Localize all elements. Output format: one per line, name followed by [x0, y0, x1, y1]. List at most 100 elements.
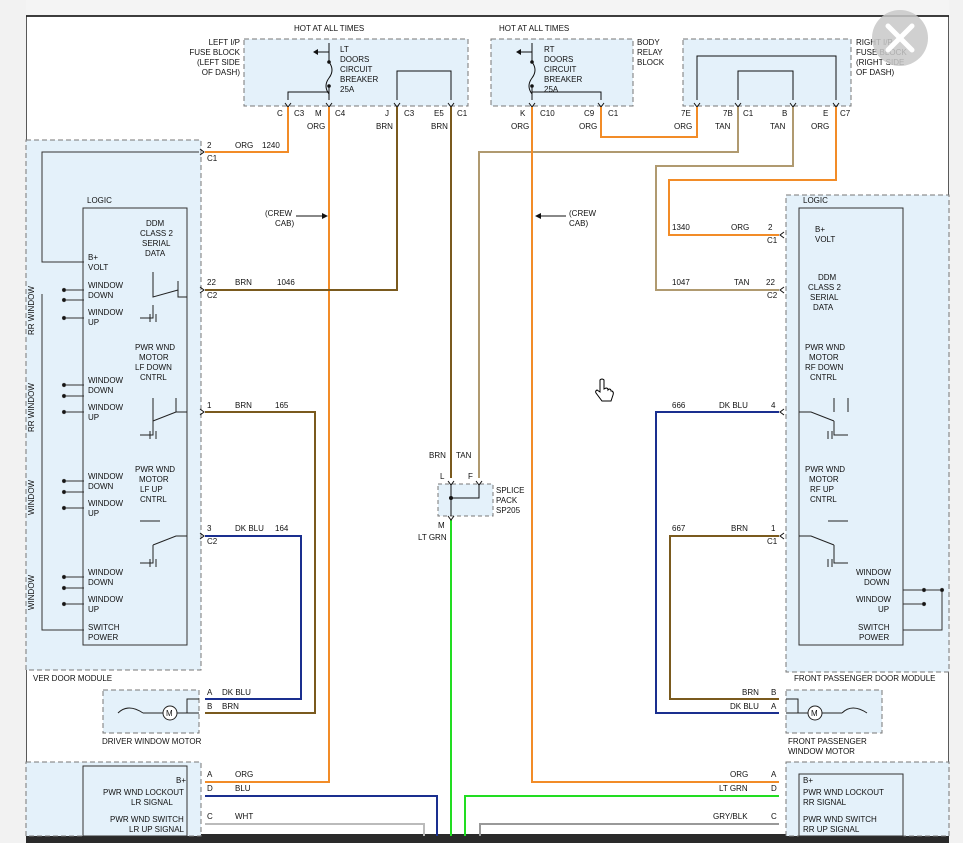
driver-wire-labels: 2 C1 ORG 1240 22 C2 BRN 1046 1 BRN 165 3…: [199, 141, 295, 546]
rl-item-0: B+: [176, 776, 186, 785]
splice-tan-label: TAN: [456, 451, 472, 460]
rfb-conn-e: E: [823, 109, 828, 118]
drv-item-12: LF DOWN: [135, 363, 172, 372]
rear-left-module: B+ PWR WND LOCKOUT LR SIGNAL PWR WND SWI…: [25, 761, 253, 837]
pas-item-18: SWITCH: [858, 623, 890, 632]
drv-wire-conn-1: C1: [207, 154, 218, 163]
rr-item-1: PWR WND LOCKOUT: [803, 788, 884, 797]
pas-item-5: DATA: [813, 303, 834, 312]
drv-item-21: CNTRL: [140, 495, 167, 504]
rt-breaker-label-5: 25A: [544, 85, 559, 94]
side-label-window-1: WINDOW: [27, 479, 36, 515]
lt-conn-j: J: [385, 109, 389, 118]
splice-pin-l: L: [440, 472, 445, 481]
lt-conn-c4: C4: [335, 109, 346, 118]
rfb-conn-c1: C1: [743, 109, 754, 118]
drv-wire-color-4: DK BLU: [235, 524, 264, 533]
pas-wire-circuit-2: 1047: [672, 278, 690, 287]
drv-motor-pin-a: A: [207, 688, 213, 697]
drv-item-30: SWITCH: [88, 623, 120, 632]
pas-item-8: RF DOWN: [805, 363, 843, 372]
splice-label-2: PACK: [496, 496, 518, 505]
rt-breaker-label-4: BREAKER: [544, 75, 582, 84]
drv-item-1: VOLT: [88, 263, 108, 272]
pas-item-7: MOTOR: [809, 353, 839, 362]
rr-color-a: ORG: [730, 770, 748, 779]
rt-breaker-label-3: CIRCUIT: [544, 65, 577, 74]
drv-item-29: UP: [88, 605, 99, 614]
lt-conn-c3: C3: [294, 109, 305, 118]
hand-cursor-icon: [594, 378, 614, 404]
pas-wire-circuit-3: 666: [672, 401, 686, 410]
pas-item-14: WINDOW: [856, 568, 892, 577]
rear-right-module: B+ PWR WND LOCKOUT RR SIGNAL PWR WND SWI…: [713, 761, 950, 837]
pas-item-2: DDM: [818, 273, 837, 282]
svg-text:M: M: [166, 709, 173, 718]
rt-conn-c10: C10: [540, 109, 555, 118]
right-fuse-block: RIGHT I/P FUSE BLOCK (RIGHT SIDE OF DASH…: [674, 38, 907, 131]
rl-pin-a: A: [207, 770, 213, 779]
rr-item-4: RR UP SIGNAL: [803, 825, 860, 834]
rr-item-3: PWR WND SWITCH: [803, 815, 877, 824]
crew-cab-left-label-1: (CREW: [265, 209, 293, 218]
drv-item-22: WINDOW: [88, 472, 124, 481]
rfb-conn-7e: 7E: [681, 109, 691, 118]
drv-item-10: PWR WND: [135, 343, 175, 352]
left-fuse-block-label-4: OF DASH): [202, 68, 241, 77]
rr-pin-c: C: [771, 812, 777, 821]
rl-pin-d: D: [207, 784, 213, 793]
pas-wire-pin-4: 1: [771, 524, 776, 533]
splice-brn-label: BRN: [429, 451, 446, 460]
lt-wire-org: ORG: [307, 122, 325, 131]
splice-ltgrn-label: LT GRN: [418, 533, 447, 542]
rfb-wire-org-2: ORG: [811, 122, 829, 131]
pas-item-3: CLASS 2: [808, 283, 841, 292]
rt-conn-c9: C9: [584, 109, 595, 118]
rfb-conn-7b: 7B: [723, 109, 733, 118]
pas-item-15: DOWN: [864, 578, 890, 587]
lt-breaker-label-2: DOORS: [340, 55, 369, 64]
right-fuse-block-label-3: (RIGHT SIDE: [856, 58, 904, 67]
passenger-motor-label-2: WINDOW MOTOR: [788, 747, 855, 756]
pas-item-0: B+: [815, 225, 825, 234]
rt-conn-k: K: [520, 109, 526, 118]
rt-breaker-label-1: RT: [544, 45, 555, 54]
crew-cab-right-label-2: CAB): [569, 219, 588, 228]
rl-item-4: LR UP SIGNAL: [129, 825, 185, 834]
rr-item-0: B+: [803, 776, 813, 785]
passenger-internal-switches: [799, 398, 849, 567]
drv-item-7: DOWN: [88, 291, 114, 300]
pas-motor-color-b: BRN: [742, 688, 759, 697]
drv-item-19: MOTOR: [139, 475, 169, 484]
splice-pack-sp205: BRN TAN L F M LT GRN SPLICE PACK SP205: [418, 451, 524, 542]
lt-wire-brn-1: BRN: [376, 122, 393, 131]
drv-wire-color-2: BRN: [235, 278, 252, 287]
rl-color-c: WHT: [235, 812, 253, 821]
rr-item-2: RR SIGNAL: [803, 798, 847, 807]
pas-wire-color-3: DK BLU: [719, 401, 748, 410]
rfb-wire-tan-2: TAN: [770, 122, 786, 131]
drv-wire-circuit-3: 165: [275, 401, 289, 410]
rl-item-1: PWR WND LOCKOUT: [103, 788, 184, 797]
splice-pin-f: F: [468, 472, 473, 481]
lt-conn-c1: C1: [457, 109, 468, 118]
pas-wire-circuit-1: 1340: [672, 223, 690, 232]
side-label-rr-window-2: RR WINDOW: [27, 383, 36, 432]
rr-pin-a: A: [771, 770, 777, 779]
pas-item-11: MOTOR: [809, 475, 839, 484]
pas-item-19: POWER: [859, 633, 889, 642]
splice-pin-m: M: [438, 521, 445, 530]
crew-cab-right-label-1: (CREW: [569, 209, 597, 218]
rfb-wire-tan-1: TAN: [715, 122, 731, 131]
close-button[interactable]: [872, 10, 928, 66]
pas-wire-pin-3: 4: [771, 401, 776, 410]
pas-wire-circuit-4: 667: [672, 524, 686, 533]
body-relay-block: HOT AT ALL TIMES RT DOORS CIRCUIT BREAKE…: [490, 24, 665, 131]
driver-internal-switches: [140, 272, 187, 567]
passenger-motor-label-1: FRONT PASSENGER: [788, 737, 867, 746]
drv-item-0: B+: [88, 253, 98, 262]
drv-wire-color-3: BRN: [235, 401, 252, 410]
drv-item-16: WINDOW: [88, 403, 124, 412]
rt-wire-org-2: ORG: [579, 122, 597, 131]
